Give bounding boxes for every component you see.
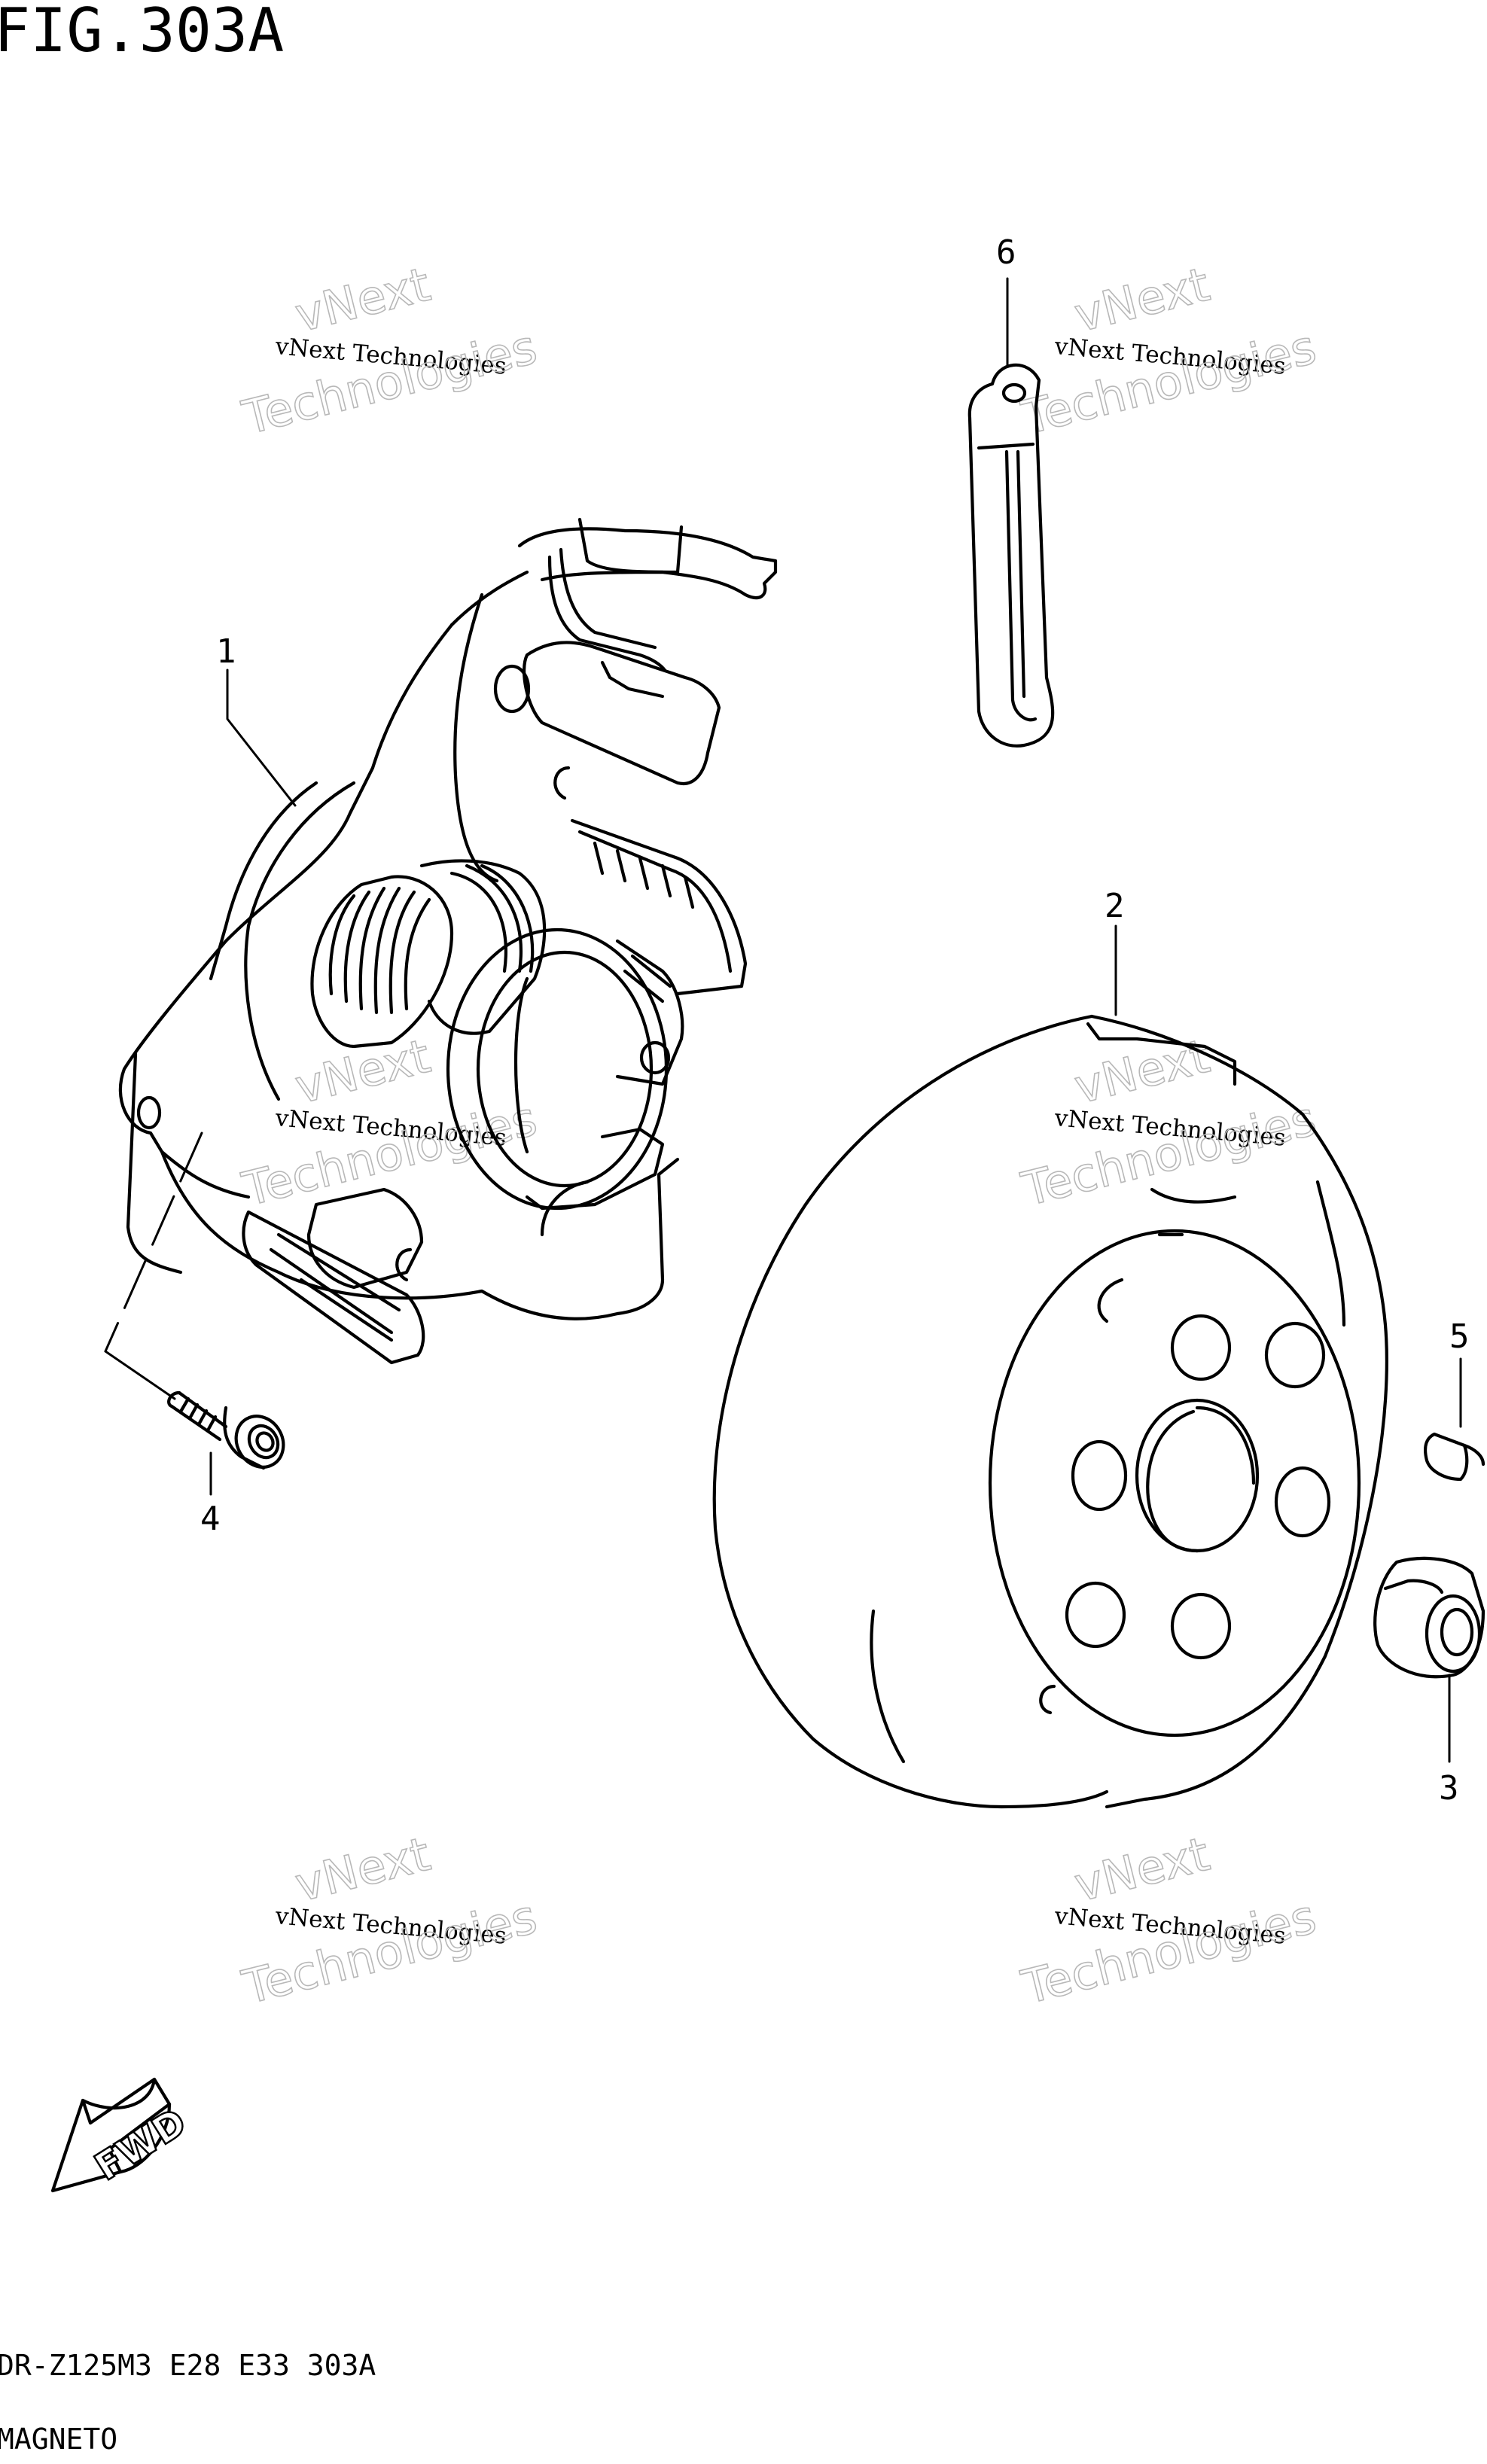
leader-line-part-4-bolt — [104, 1350, 176, 1400]
watermark-text-big: vNext — [290, 257, 435, 343]
callout-part-1: 1 — [216, 632, 236, 671]
leader-lines — [104, 277, 1462, 1763]
watermark: vNext Technologies vNext Technologies — [236, 256, 543, 446]
nut-illustration — [1373, 1556, 1485, 1679]
callout-part-3: 3 — [1439, 1769, 1459, 1808]
watermark: vNext Technologies vNext Technologies — [1016, 1826, 1322, 2015]
watermark-text-big: vNext — [290, 1826, 435, 1913]
section-name: MAGNETO — [0, 2423, 117, 2456]
bolt-illustration — [167, 1390, 285, 1470]
watermark: vNext Technologies vNext Technologies — [236, 1826, 543, 2015]
watermark: vNext Technologies vNext Technologies — [236, 1028, 543, 1217]
watermark-text-big: vNext — [290, 1028, 435, 1115]
key-illustration — [1423, 1432, 1485, 1482]
figure-title: FIG.303A — [0, 0, 284, 65]
leader-line-part-4-dash — [104, 1131, 203, 1353]
clamp-strap-illustration — [967, 363, 1055, 748]
model-line: DR-Z125M3 E28 E33 303A — [0, 2349, 376, 2382]
watermark-text-big: vNext — [1069, 1028, 1214, 1115]
callout-part-2: 2 — [1105, 887, 1125, 925]
callout-part-5: 5 — [1449, 1317, 1470, 1356]
rotor-illustration — [712, 1014, 1388, 1809]
watermark-text-big: vNext — [1069, 1826, 1214, 1913]
stator-assembly-illustration — [118, 517, 778, 1365]
watermark: vNext Technologies vNext Technologies — [1016, 256, 1322, 446]
watermark-text-big: vNext — [1069, 257, 1214, 343]
watermark: vNext Technologies vNext Technologies — [1016, 1028, 1322, 1217]
callout-part-4: 4 — [200, 1500, 221, 1538]
leader-line-part-1 — [226, 669, 297, 807]
callout-part-6: 6 — [996, 233, 1016, 272]
fwd-arrow: FWD — [50, 2077, 195, 2193]
